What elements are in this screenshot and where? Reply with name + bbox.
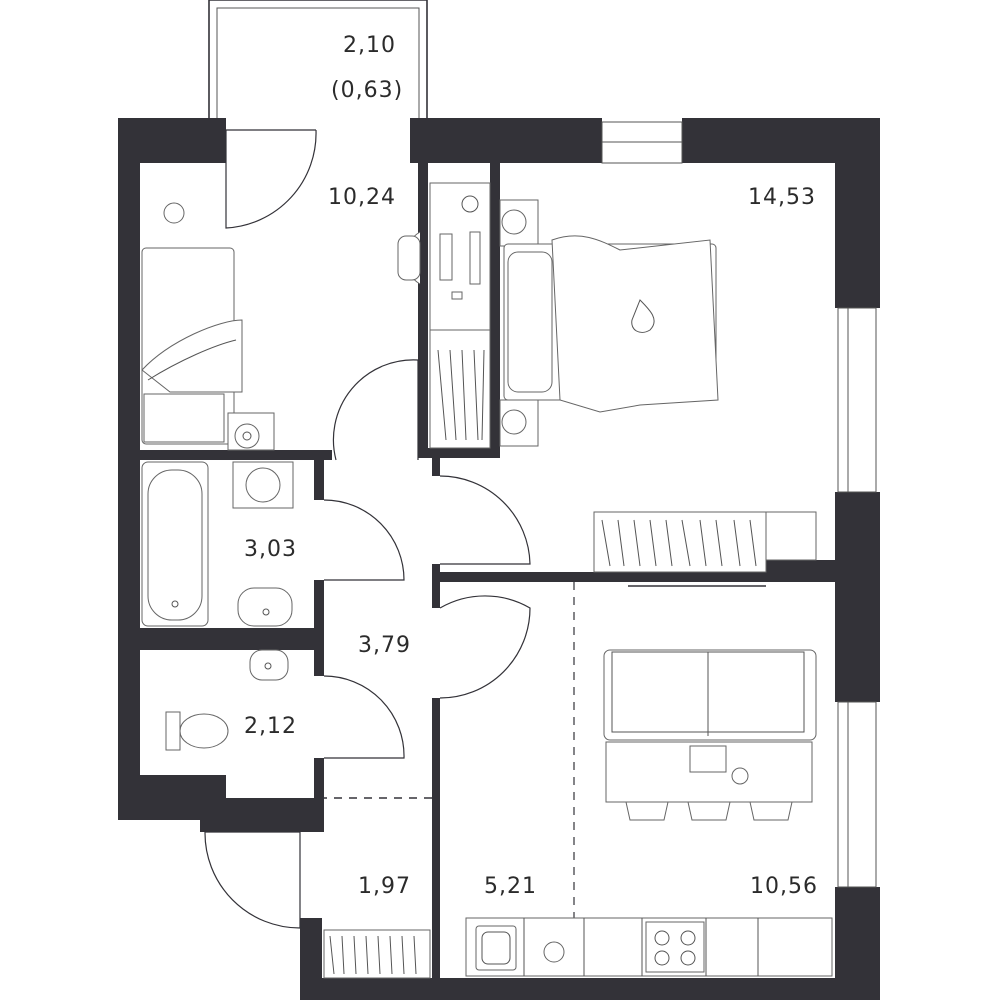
ball-icon: [163, 202, 185, 224]
large-bedroom-furniture: [499, 199, 817, 573]
bathroom-area-label: 3,03: [244, 537, 297, 562]
bedroom-small-area-label: 10,24: [328, 185, 396, 210]
bedroom-large-area-label: 14,53: [748, 185, 816, 210]
doors: [204, 129, 531, 929]
area-labels: 2,10 (0,63) 10,24 14,53 3,03 3,79 2,12 1…: [244, 33, 818, 899]
balcony: [208, 0, 428, 118]
kitchen-living-furniture: [465, 585, 833, 977]
balcony-area-label: 2,10: [343, 33, 396, 58]
bathroom-fixtures: [141, 461, 294, 627]
entrance-area-label: 1,97: [358, 874, 411, 899]
kitchen-area-label: 5,21: [484, 874, 537, 899]
toilet-area-label: 2,12: [244, 714, 297, 739]
toilet-fixtures: [165, 649, 289, 751]
entrance-wardrobe: [323, 929, 431, 979]
walls: [118, 118, 880, 1000]
small-bedroom-furniture: [141, 182, 491, 451]
living-area-label: 10,56: [750, 874, 818, 899]
balcony-reduced-area-label: (0,63): [331, 78, 403, 103]
corridor-area-label: 3,79: [358, 633, 411, 658]
windows: [320, 121, 877, 888]
